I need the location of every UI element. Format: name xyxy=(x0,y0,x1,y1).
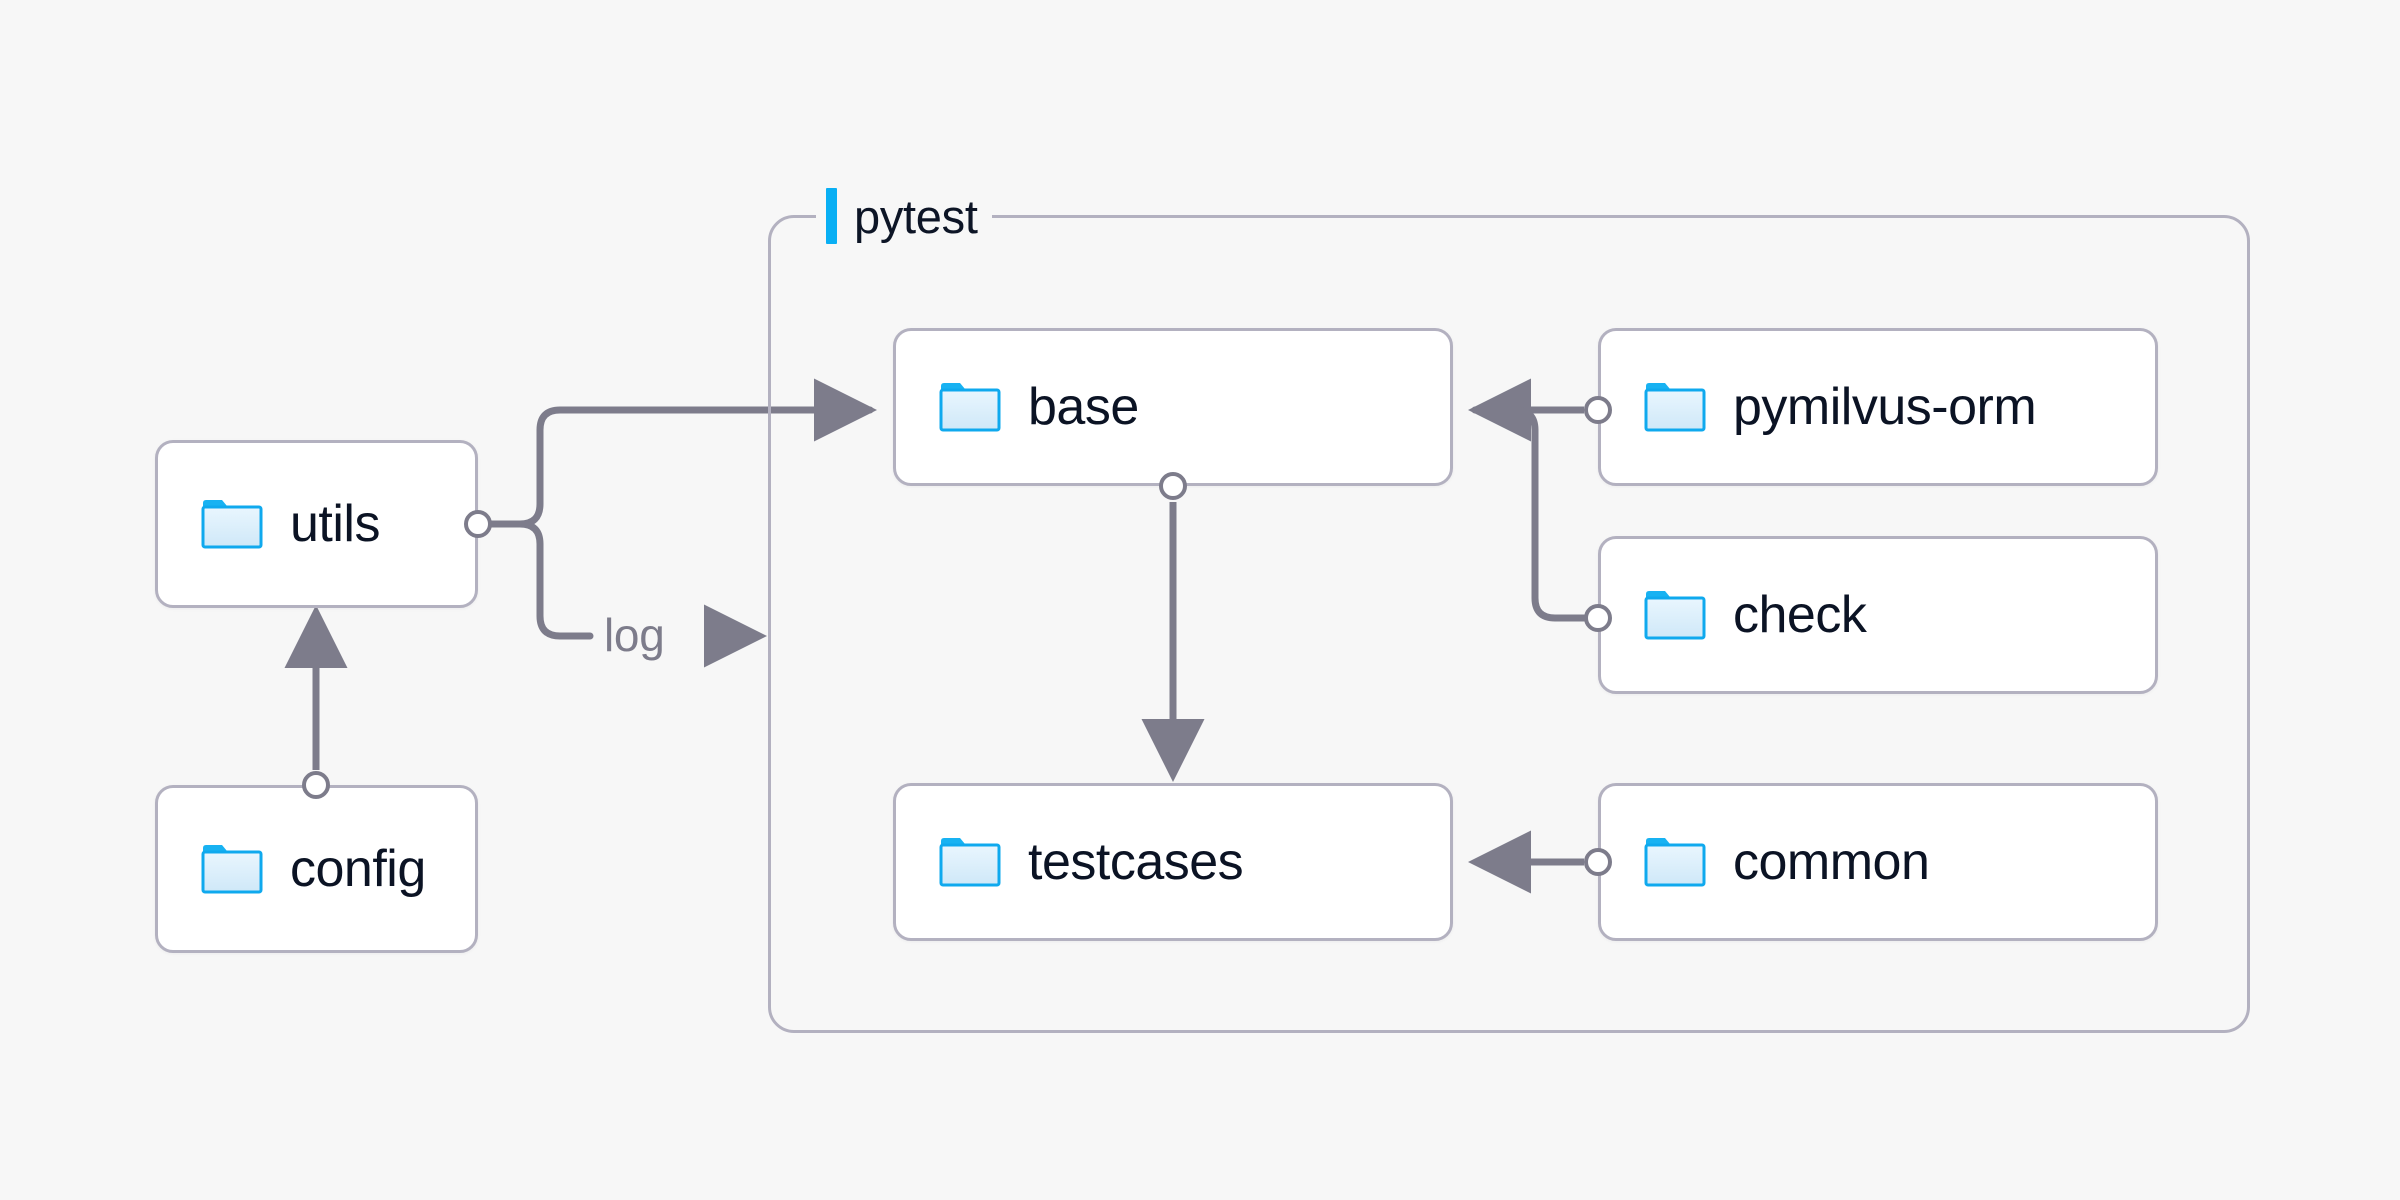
port-check-left[interactable] xyxy=(1584,604,1612,632)
node-base-label: base xyxy=(1028,378,1139,436)
accent-bar-icon xyxy=(826,188,837,244)
edge-label-log: log xyxy=(594,612,675,658)
node-common[interactable]: common xyxy=(1598,783,2158,941)
port-config-top[interactable] xyxy=(302,771,330,799)
folder-icon xyxy=(201,845,263,894)
port-common-left[interactable] xyxy=(1584,848,1612,876)
node-testcases-content: testcases xyxy=(896,833,1244,891)
port-base-bottom[interactable] xyxy=(1159,472,1187,500)
node-testcases[interactable]: testcases xyxy=(893,783,1453,941)
node-utils-content: utils xyxy=(158,497,380,551)
node-check-content: check xyxy=(1601,586,1867,644)
node-utils-label: utils xyxy=(290,495,380,553)
node-pymilvus-orm[interactable]: pymilvus-orm xyxy=(1598,328,2158,486)
port-pymilvus-orm-left[interactable] xyxy=(1584,396,1612,424)
node-common-label: common xyxy=(1733,833,1930,891)
node-utils[interactable]: utils xyxy=(155,440,478,608)
folder-icon xyxy=(201,500,263,549)
folder-icon xyxy=(1644,383,1706,432)
folder-icon xyxy=(939,383,1001,432)
node-check[interactable]: check xyxy=(1598,536,2158,694)
node-config-label: config xyxy=(290,840,426,898)
group-title: pytest xyxy=(854,189,978,243)
node-common-content: common xyxy=(1601,833,1930,891)
node-testcases-label: testcases xyxy=(1028,833,1244,891)
folder-icon xyxy=(939,838,1001,887)
node-pymilvus-orm-label: pymilvus-orm xyxy=(1733,378,2037,436)
node-base[interactable]: base xyxy=(893,328,1453,486)
folder-icon xyxy=(1644,591,1706,640)
node-base-content: base xyxy=(896,380,1139,434)
node-pymilvus-orm-content: pymilvus-orm xyxy=(1601,378,2037,436)
port-utils-right[interactable] xyxy=(464,510,492,538)
node-check-label: check xyxy=(1733,586,1867,644)
node-config[interactable]: config xyxy=(155,785,478,953)
group-container-pytest[interactable] xyxy=(768,215,2250,1033)
folder-icon xyxy=(1644,838,1706,887)
group-label-pytest[interactable]: pytest xyxy=(816,188,992,244)
node-config-content: config xyxy=(158,842,426,896)
